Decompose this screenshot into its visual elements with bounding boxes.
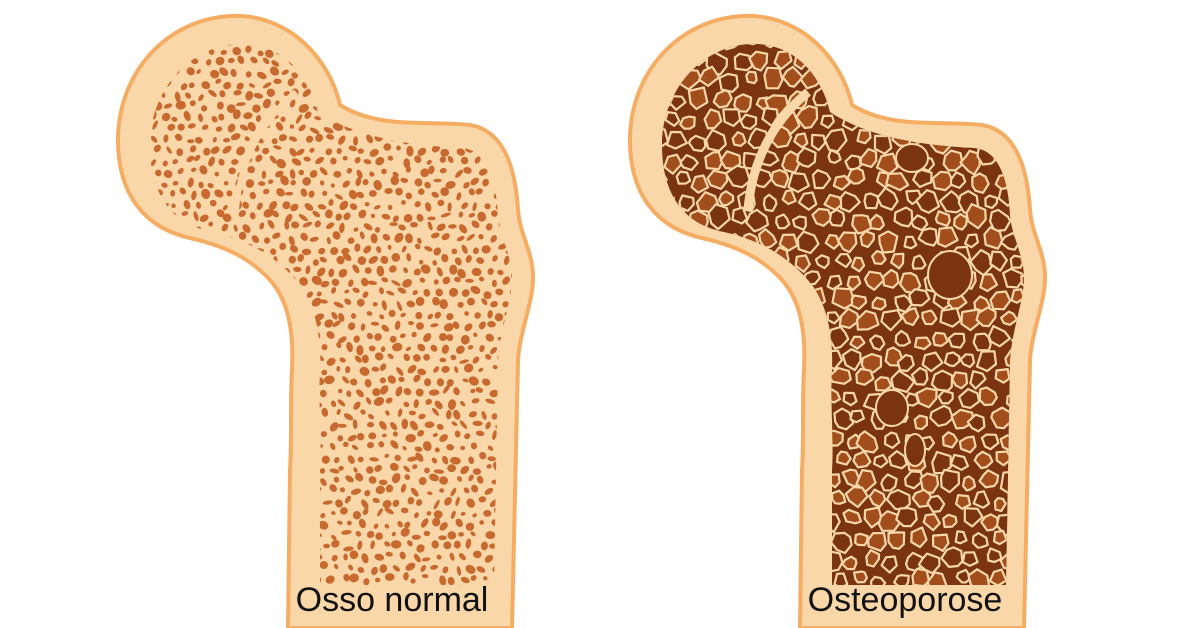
normal-bone-panel <box>116 13 536 628</box>
osteoporosis-bone-label: Osteoporose <box>807 581 1003 619</box>
normal-bone-growth-plate <box>233 89 298 211</box>
normal-bone-label: Osso normal <box>295 581 489 619</box>
osteoporosis-bone-growth-plate <box>743 88 811 211</box>
osteoporosis-bone-panel <box>628 13 1048 628</box>
